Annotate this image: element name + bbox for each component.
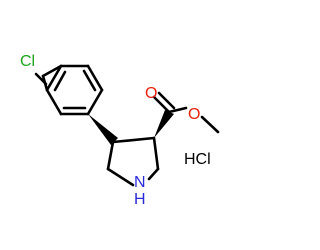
bond: [45, 88, 63, 116]
bond: [86, 64, 104, 92]
bond: [82, 69, 97, 92]
bond: [111, 136, 156, 144]
nitrogen-label: N: [134, 174, 146, 191]
wedge-bond: [154, 110, 174, 138]
bond: [152, 95, 171, 114]
bond: [45, 64, 63, 92]
ester-oxygen-label: O: [188, 106, 200, 123]
bond: [53, 70, 67, 92]
hcl-salt-label: HCl: [184, 151, 211, 168]
bond: [167, 106, 188, 114]
bond: [157, 91, 176, 110]
bond: [152, 136, 160, 171]
bond: [106, 167, 135, 187]
wedge-bond: [88, 114, 118, 145]
chlorophenyl-ring: [34, 64, 104, 116]
molecule-structure: Cl O O N H HCl: [20, 53, 220, 208]
ester-group: [152, 91, 220, 134]
bond: [34, 72, 48, 86]
bond: [86, 88, 104, 116]
pyrrolidine-ring: [106, 136, 160, 187]
nh-hydrogen-label: H: [134, 191, 146, 208]
bond: [106, 140, 115, 171]
carbonyl-oxygen-label: O: [145, 85, 157, 102]
bond: [200, 115, 220, 134]
bond: [41, 64, 63, 78]
bond: [147, 167, 160, 181]
chlorine-label: Cl: [20, 53, 35, 70]
